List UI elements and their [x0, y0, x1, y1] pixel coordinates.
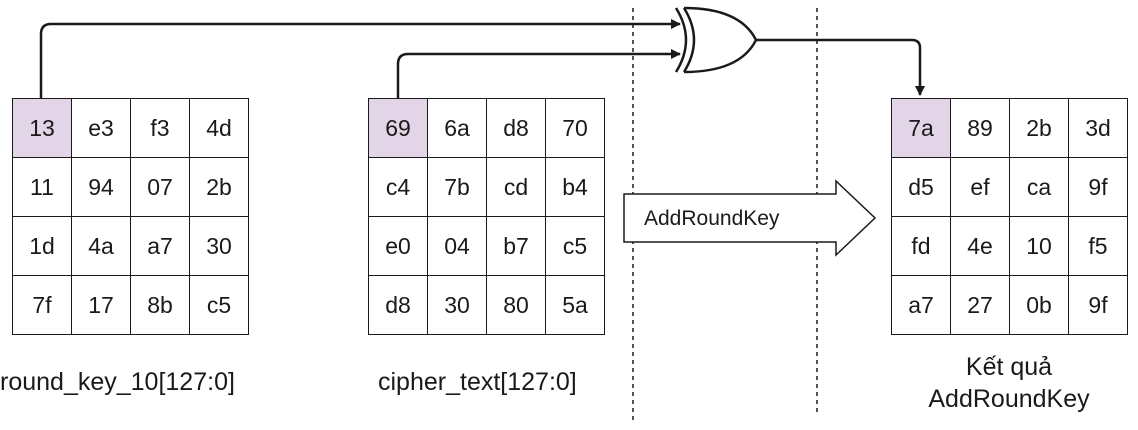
- xor-gate-icon: [674, 6, 758, 74]
- matrix-cell: a7: [130, 216, 190, 276]
- matrix-cell: 4a: [71, 216, 131, 276]
- matrix-cell: 80: [486, 275, 546, 335]
- matrix-cell: 2b: [189, 157, 249, 217]
- matrix-cell: 5a: [545, 275, 605, 335]
- matrix-cell: 1d: [12, 216, 72, 276]
- matrix-cell: d8: [368, 275, 428, 335]
- matrix-cell: 4e: [950, 216, 1010, 276]
- matrix-cell: 10: [1009, 216, 1069, 276]
- matrix-cell: d5: [891, 157, 951, 217]
- matrix-cell: e0: [368, 216, 428, 276]
- matrix-cell: 17: [71, 275, 131, 335]
- matrix-cell: 6a: [427, 98, 487, 158]
- matrix-cell: b7: [486, 216, 546, 276]
- matrix-cell: f3: [130, 98, 190, 158]
- matrix-cell: 94: [71, 157, 131, 217]
- matrix-cell: 4d: [189, 98, 249, 158]
- matrix-cell: b4: [545, 157, 605, 217]
- cipher-text-matrix: 69 6a d8 70 c4 7b cd b4 e0 04 b7 c5 d8 3…: [368, 98, 605, 335]
- matrix-cell: e3: [71, 98, 131, 158]
- result-caption-line2: AddRoundKey: [928, 385, 1090, 413]
- matrix-cell: a7: [891, 275, 951, 335]
- matrix-cell: 70: [545, 98, 605, 158]
- wire-xor-to-result: [756, 38, 925, 96]
- matrix-cell: 27: [950, 275, 1010, 335]
- result-caption-line1: Kết quả: [965, 353, 1053, 381]
- matrix-cell: 9f: [1068, 275, 1128, 335]
- matrix-cell: cd: [486, 157, 546, 217]
- round-key-matrix: 13 e3 f3 4d 11 94 07 2b 1d 4a a7 30 7f 1…: [12, 98, 249, 335]
- matrix-cell: d8: [486, 98, 546, 158]
- matrix-cell: 0b: [1009, 275, 1069, 335]
- matrix-cell: fd: [891, 216, 951, 276]
- matrix-cell: 7b: [427, 157, 487, 217]
- cipher-text-caption: cipher_text[127:0]: [378, 368, 577, 396]
- matrix-cell: ef: [950, 157, 1010, 217]
- matrix-cell: 9f: [1068, 157, 1128, 217]
- matrix-cell: ca: [1009, 157, 1069, 217]
- matrix-cell: 89: [950, 98, 1010, 158]
- wire-cipher-to-xor: [396, 49, 681, 98]
- matrix-cell: c4: [368, 157, 428, 217]
- matrix-cell: 30: [189, 216, 249, 276]
- matrix-cell: 2b: [1009, 98, 1069, 158]
- add-round-key-block-arrow: [623, 179, 877, 257]
- matrix-cell: 7f: [12, 275, 72, 335]
- result-matrix: 7a 89 2b 3d d5 ef ca 9f fd 4e 10 f5 a7 2…: [891, 98, 1128, 335]
- round-key-caption: round_key_10[127:0]: [0, 368, 235, 396]
- matrix-cell: f5: [1068, 216, 1128, 276]
- matrix-cell: c5: [189, 275, 249, 335]
- matrix-cell: 3d: [1068, 98, 1128, 158]
- add-round-key-label: AddRoundKey: [644, 207, 780, 230]
- matrix-cell: 04: [427, 216, 487, 276]
- matrix-cell: 07: [130, 157, 190, 217]
- matrix-cell: 69: [368, 98, 428, 158]
- matrix-cell: c5: [545, 216, 605, 276]
- matrix-cell: 7a: [891, 98, 951, 158]
- matrix-cell: 13: [12, 98, 72, 158]
- matrix-cell: 30: [427, 275, 487, 335]
- matrix-cell: 11: [12, 157, 72, 217]
- matrix-cell: 8b: [130, 275, 190, 335]
- wire-round-key-to-xor: [39, 19, 681, 98]
